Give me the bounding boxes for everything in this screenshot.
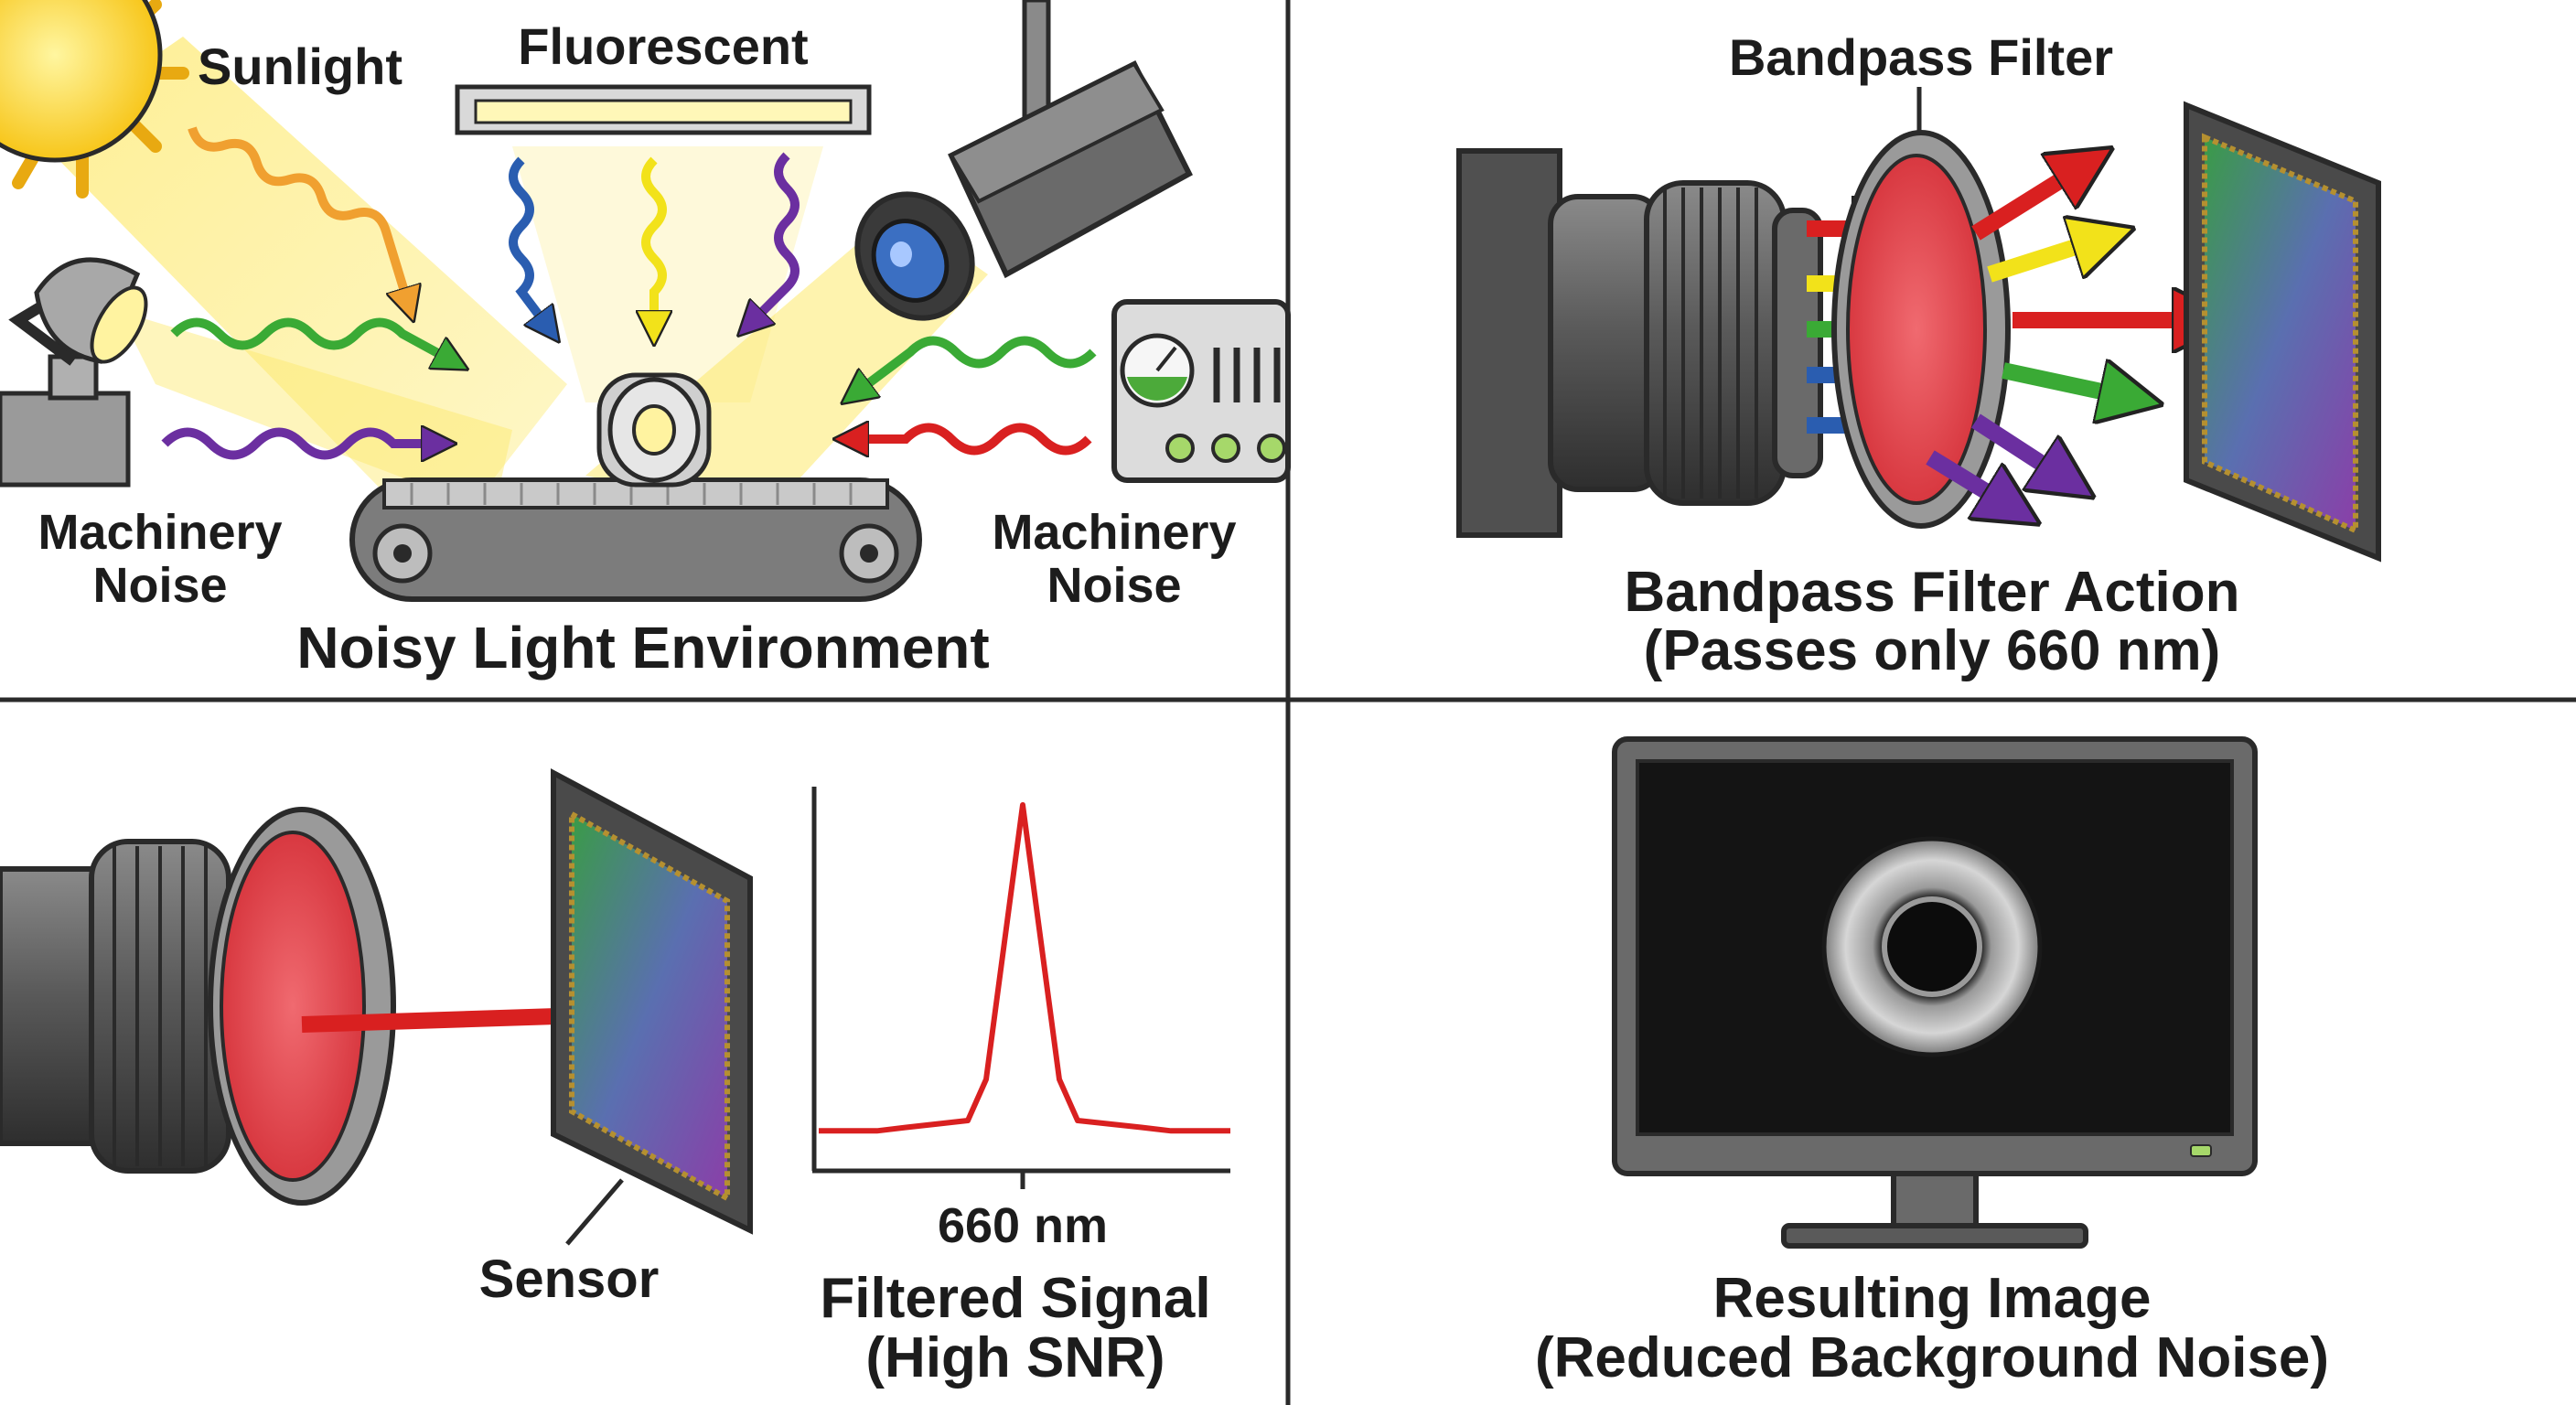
sensor-chip-icon: [2184, 101, 2381, 563]
panel-caption-filter-action-line2: (Passes only 660 nm): [1644, 619, 2221, 682]
machinery-control-panel-icon: [1111, 299, 1291, 483]
machinery-noise-wave-arrows-left: [161, 317, 453, 456]
panel-filtered-signal: Sensor 660 nm Filtered Signal (High SNR): [0, 767, 1230, 1389]
machinery-noise-left-label-line1: Machinery: [38, 505, 282, 560]
chart-x-tick-label: 660 nm: [938, 1198, 1108, 1253]
panel-caption-filter-action-line1: Bandpass Filter Action: [1625, 561, 2240, 624]
panel-bandpass-filter-action: Bandpass Filter: [1456, 28, 2381, 682]
bandpass-filter-label: Bandpass Filter: [1729, 28, 2113, 86]
signal-peak-line: [819, 802, 1230, 1134]
filtered-red-arrow: [301, 1015, 585, 1024]
sunlight-label: Sunlight: [198, 38, 402, 95]
panel-caption-resulting-image-line2: (Reduced Background Noise): [1535, 1326, 2329, 1389]
camera-lens-icon: [1456, 148, 1823, 538]
machinery-noise-left-label-line2: Noise: [92, 558, 227, 613]
desk-lamp-icon: [0, 257, 148, 488]
machinery-noise-right-label-line1: Machinery: [992, 505, 1236, 560]
metal-part-icon: [596, 372, 712, 488]
lamp-light-cone: [119, 311, 512, 512]
power-led-icon: [2190, 1144, 2212, 1157]
panel-caption-filtered-signal-line2: (High SNR): [865, 1326, 1165, 1389]
sun-light-beam: [37, 37, 567, 549]
sun-icon: [0, 0, 189, 198]
sunlight-wave-arrow: [188, 126, 439, 306]
panel-caption-resulting-image-line1: Resulting Image: [1713, 1267, 2152, 1330]
conveyor-belt: [349, 477, 922, 602]
fluorescent-label: Fluorescent: [518, 17, 808, 75]
camera-icon: [854, 0, 1193, 321]
sensor-label: Sensor: [479, 1249, 660, 1309]
panel-noisy-environment: Sunlight Fluorescent: [0, 0, 1291, 681]
panel-resulting-image: Resulting Image (Reduced Background Nois…: [1535, 736, 2329, 1389]
fluorescent-lamp-icon: [455, 84, 872, 135]
bandpass-filter-disc: [1831, 130, 2011, 529]
fluorescent-wave-arrows: [509, 152, 800, 328]
sensor-chip-icon-bottom: [551, 767, 753, 1235]
machinery-noise-right-label-line2: Noise: [1046, 558, 1181, 613]
filtered-lens-icon: [0, 807, 396, 1206]
machinery-noise-wave-arrows-right: [851, 336, 1097, 451]
outgoing-light-arrows: [1926, 165, 2205, 508]
panel-caption-noisy-environment: Noisy Light Environment: [296, 615, 989, 681]
panel-caption-filtered-signal-line1: Filtered Signal: [820, 1267, 1210, 1330]
filtered-signal-chart: 660 nm: [811, 787, 1230, 1253]
sensor-pointer-line: [565, 1178, 624, 1246]
ring-part-image: [1821, 836, 2043, 1057]
